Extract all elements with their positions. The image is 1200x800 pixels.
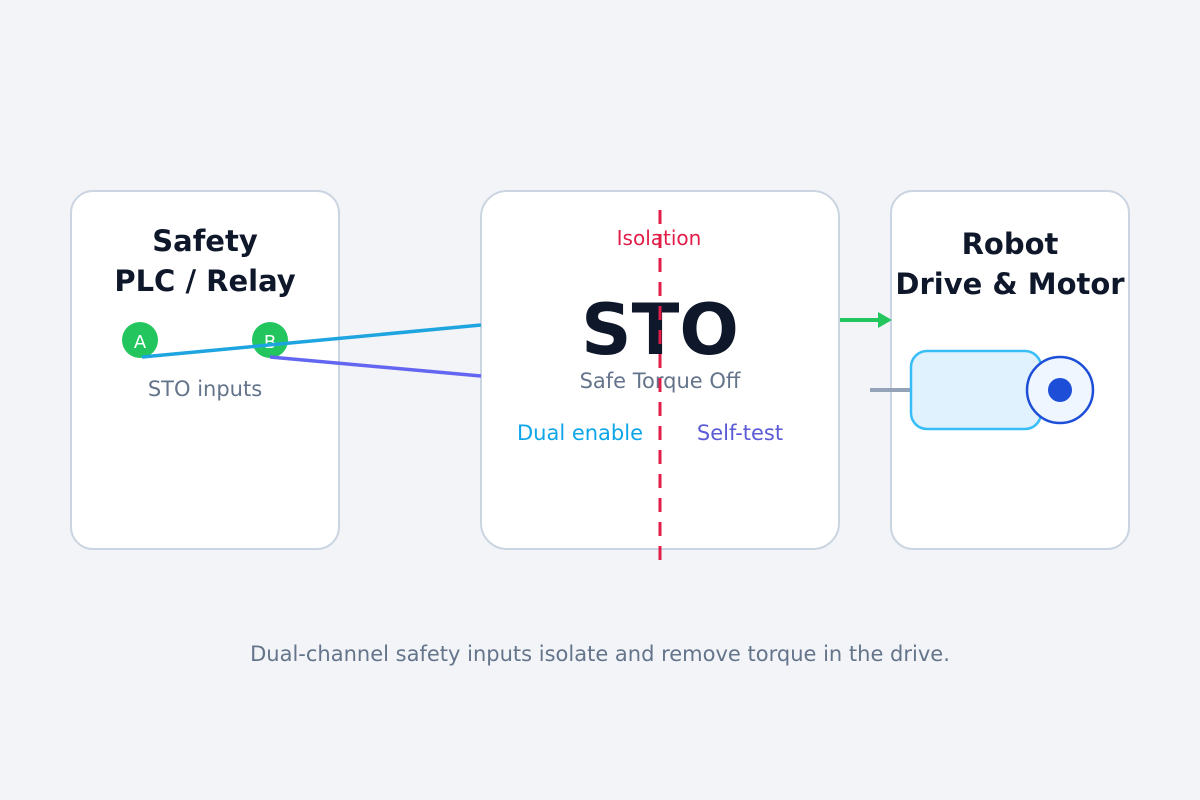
self-test-label: Self-test [697,421,783,445]
channel-a-label: A [134,332,147,353]
channel-b-label: B [264,332,276,353]
robot-title-line2: Drive & Motor [895,267,1125,301]
motor-body [909,349,1043,431]
output-arrow-head [878,312,892,328]
dual-enable-label: Dual enable [517,421,643,445]
channel-a-node [122,322,158,358]
channel-b-node [252,322,288,358]
motor-rotor [1048,378,1072,402]
plc-title-line1: Safety [152,224,258,258]
motor-icon [870,349,1095,431]
robot-title-line1: Robot [962,227,1059,261]
plc-box [70,190,340,550]
diagram-caption: Dual-channel safety inputs isolate and r… [250,642,950,666]
channel-b-line [269,355,482,378]
plc-title-line2: PLC / Relay [114,264,295,298]
sto-inputs-label: STO inputs [148,377,262,401]
channel-a-line [141,323,482,359]
